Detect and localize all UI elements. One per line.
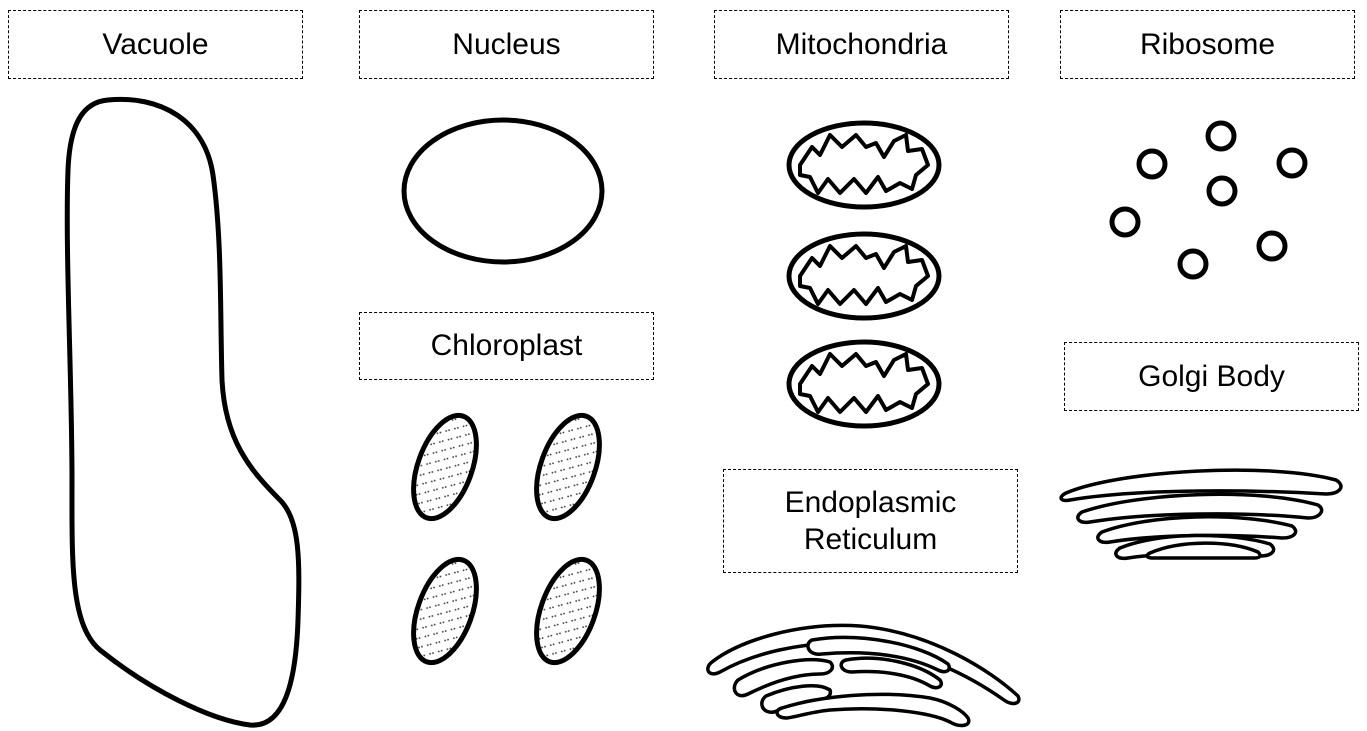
chloroplast-shape xyxy=(401,551,489,671)
mitochondrion-shape xyxy=(789,123,939,207)
mitochondrion-shape xyxy=(789,342,939,426)
mitochondrion-shape xyxy=(789,234,939,318)
ribosome-shapes xyxy=(1112,123,1305,277)
vacuole-shape xyxy=(67,99,299,725)
chloroplast-shape xyxy=(401,407,489,527)
chloroplast-shape xyxy=(524,407,612,527)
nucleus-shape xyxy=(404,120,602,262)
endoplasmic-reticulum-shape xyxy=(708,625,1019,725)
chloroplast-shape xyxy=(524,551,612,671)
golgi-body-shape xyxy=(1061,470,1341,558)
